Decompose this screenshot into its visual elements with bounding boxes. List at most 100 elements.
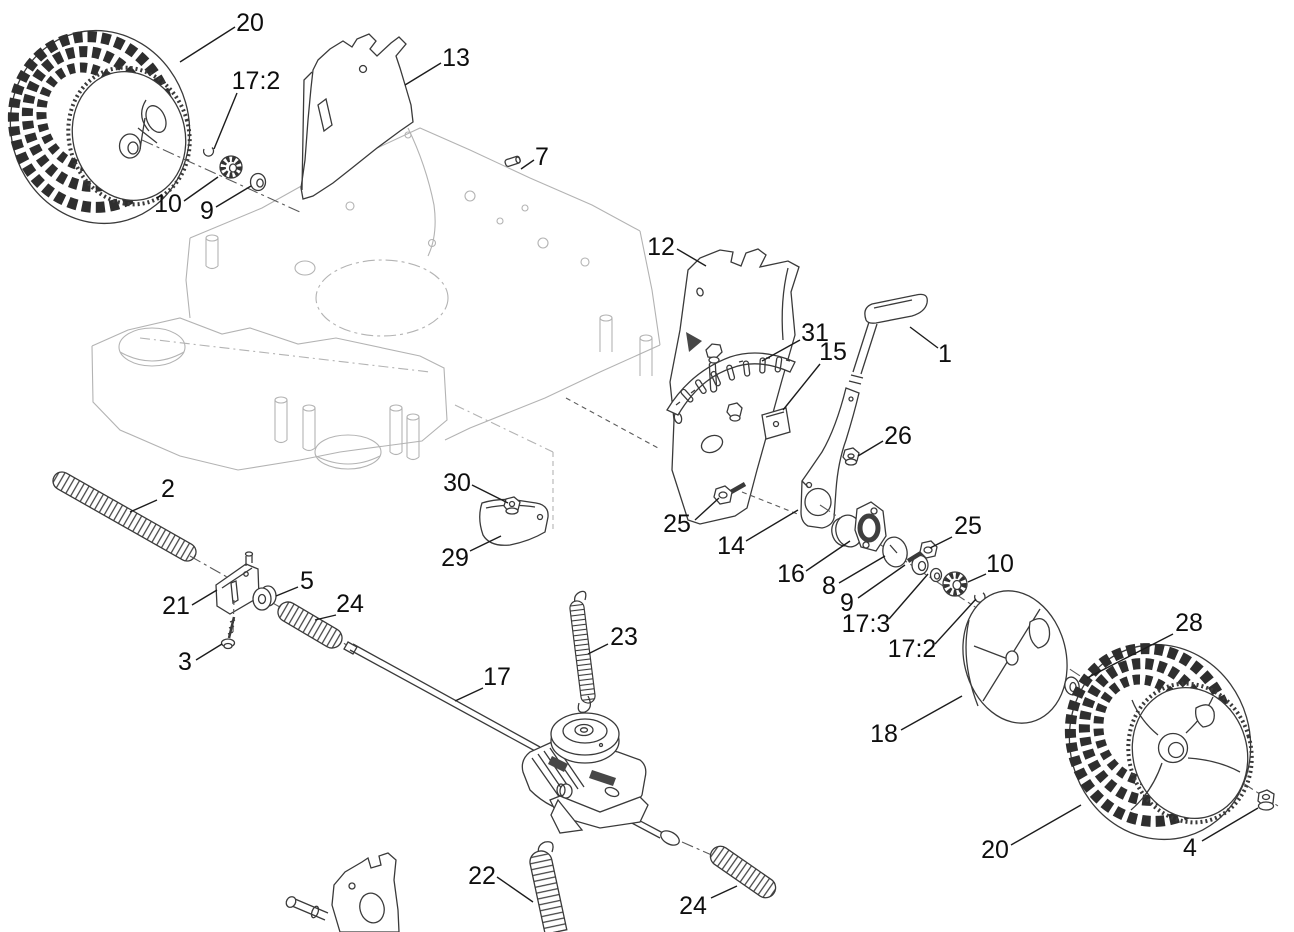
wheel-front-left (7, 29, 192, 225)
bolt-25-right (906, 540, 938, 563)
leader-line-21 (191, 589, 218, 606)
callout-21: 21 (162, 592, 190, 620)
callout-26: 26 (884, 422, 912, 450)
screw-3 (220, 616, 236, 650)
leader-line-20 (1010, 804, 1082, 846)
transmission-gearbox (521, 712, 649, 834)
height-plate-left-13 (300, 33, 414, 200)
callout-18: 18 (870, 720, 898, 748)
wheel-rear-right (1064, 643, 1254, 841)
callout-2: 2 (161, 475, 175, 503)
flange-nut-30 (503, 496, 521, 515)
leader-line-2 (129, 499, 158, 513)
callout-24: 24 (336, 590, 364, 618)
leader-line-12 (676, 248, 707, 267)
idler-bracket-bottom (285, 852, 400, 932)
screw-axis (232, 599, 235, 635)
sector-carriage-bolt (705, 343, 723, 359)
callout-3: 3 (178, 648, 192, 676)
leader-line-24 (710, 885, 738, 899)
leader-line-24 (314, 614, 337, 621)
spring-22 (529, 841, 568, 932)
callout-29: 29 (441, 544, 469, 572)
leader-line-13 (404, 62, 442, 86)
hoc-lever-1 (848, 293, 928, 385)
leader-line-28 (1086, 633, 1174, 679)
leader-line-22 (496, 876, 534, 903)
callout-16: 16 (777, 560, 805, 588)
washer-9-front (249, 172, 267, 192)
leader-line-17 (454, 687, 484, 702)
leader-line-17:2 (934, 598, 977, 645)
callout-28: 28 (1175, 609, 1203, 637)
leader-line-17:2 (213, 92, 238, 150)
callout-17: 17 (483, 663, 511, 691)
plate-axis (565, 397, 659, 449)
callout-20: 20 (236, 9, 264, 37)
leader-line-9 (215, 185, 252, 208)
spring-2 (52, 471, 197, 562)
callout-17:2: 17:2 (232, 67, 281, 95)
leader-line-4 (1201, 807, 1259, 842)
leader-line-5 (275, 586, 299, 597)
leader-line-25 (694, 497, 720, 521)
callout-15: 15 (819, 338, 847, 366)
shaft-end-centerline (681, 841, 715, 857)
height-plate-right-12 (669, 248, 800, 525)
callout-4: 4 (1183, 834, 1197, 862)
spring-24-front (277, 601, 343, 649)
leader-line-23 (587, 643, 609, 655)
drive-gear-10-rear (942, 571, 968, 597)
dust-cover-18 (962, 590, 1068, 724)
pin-7 (504, 155, 521, 167)
callout-25: 25 (954, 512, 982, 540)
drive-gear-10-front (219, 155, 243, 179)
leader-line-25 (929, 536, 953, 549)
callout-13: 13 (442, 44, 470, 72)
leader-line-16 (805, 540, 851, 572)
washer-8 (882, 536, 908, 568)
callout-20: 20 (981, 836, 1009, 864)
callout-1: 1 (938, 340, 952, 368)
height-sector-31 (666, 343, 796, 422)
callout-7: 7 (535, 143, 549, 171)
leader-line-14 (745, 509, 799, 542)
leader-line-10 (183, 176, 219, 202)
callout-9: 9 (200, 197, 214, 225)
callout-12: 12 (647, 233, 675, 261)
callout-25: 25 (663, 510, 691, 538)
callout-10: 10 (986, 550, 1014, 578)
callout-17:2: 17:2 (888, 635, 937, 663)
spring-24-rear (709, 845, 777, 899)
callout-31: 31 (801, 319, 829, 347)
leader-line-29 (469, 535, 502, 552)
bracket-21 (215, 551, 260, 615)
callout-23: 23 (610, 623, 638, 651)
leader-line-20 (179, 26, 236, 63)
anchor-plate-15 (761, 407, 791, 440)
retainer-clip-17-2-front (202, 147, 215, 157)
callout-10: 10 (154, 190, 182, 218)
leader-line-8 (838, 555, 886, 584)
mower-deck-housing (91, 127, 661, 530)
leader-line-15 (782, 363, 821, 411)
spring-23 (569, 590, 596, 713)
callout-9: 9 (840, 589, 854, 617)
front-axle-centerline (141, 139, 303, 214)
leader-line-1 (909, 326, 939, 349)
leader-line-18 (900, 695, 963, 731)
callout-8: 8 (822, 572, 836, 600)
callout-24: 24 (679, 892, 707, 920)
washer-17-3 (929, 567, 943, 583)
leader-line-30 (471, 484, 509, 504)
bolt-25-left (713, 482, 747, 505)
lever-arm-bracket-14 (800, 387, 860, 529)
leader-line-9 (857, 564, 906, 599)
flange-nut-4 (1257, 789, 1275, 811)
callout-5: 5 (300, 567, 314, 595)
spacer-5 (252, 585, 277, 611)
leader-line-7 (520, 159, 535, 170)
callout-30: 30 (443, 469, 471, 497)
